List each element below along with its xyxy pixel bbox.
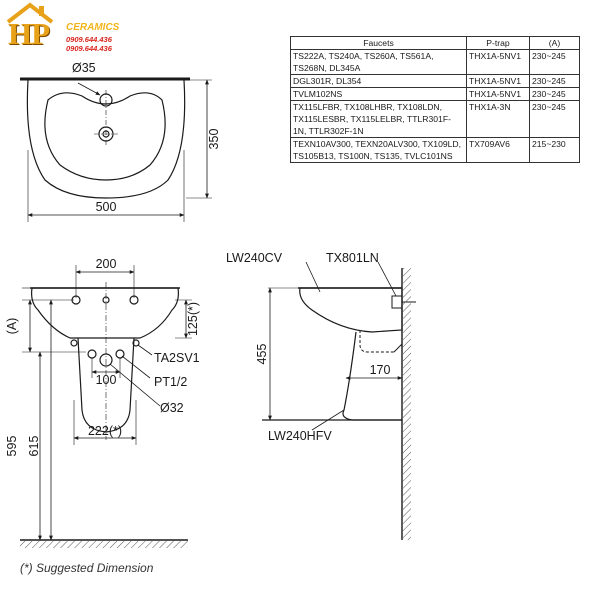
suggested-dimension-note: (*) Suggested Dimension — [20, 561, 154, 575]
basin-outline-top — [26, 79, 186, 199]
basin-front — [31, 287, 179, 339]
top-view — [20, 77, 212, 222]
thread-label: PT1/2 — [154, 375, 187, 389]
pedestal-front — [77, 337, 135, 433]
ptrap-cell: THX1A-3N — [466, 100, 530, 138]
pedestal-width-dimension: 222(*) — [88, 424, 122, 438]
a-cell: 230~245 — [529, 49, 580, 75]
a-cell: 215~230 — [529, 137, 580, 163]
width-dimension: 500 — [96, 200, 117, 214]
wall-hatch-side — [403, 268, 411, 540]
floor-hatch-front — [20, 541, 188, 548]
pedestal-height-dimension: 615 — [27, 436, 41, 457]
hole-spacing-dimension: 200 — [96, 257, 117, 271]
table-row: TVLM102NS THX1A-5NV1 230~245 — [290, 87, 580, 101]
basin-side — [299, 287, 403, 333]
pedestal-model-label: LW240HFV — [268, 429, 332, 443]
spec-table: Faucets P-trap (A) TS222A, TS240A, TS260… — [290, 36, 580, 163]
house-roof-icon — [6, 2, 54, 24]
drain-label: Ø32 — [160, 401, 184, 415]
ptrap-cell: TX709AV6 — [466, 137, 530, 163]
logo-mark: HP — [8, 16, 50, 51]
faucet-height-dimension: 125(*) — [186, 302, 200, 336]
bolt-spacing-dimension: 100 — [96, 373, 117, 387]
logo-phone: 0909.644.436 — [66, 44, 112, 53]
overall-height-dimension: 595 — [5, 436, 19, 457]
bowl-outline-top — [44, 92, 166, 181]
front-view — [20, 265, 192, 541]
faucets-cell: TEXN10AV300, TEXN20ALV300, TX109LD, TS10… — [290, 137, 467, 163]
hanger-label: TA2SV1 — [154, 351, 200, 365]
logo-brand: CERAMICS — [66, 22, 120, 33]
table-row: TS222A, TS240A, TS260A, TS561A, TS268N, … — [290, 49, 580, 75]
side-height-dimension: 455 — [255, 344, 269, 365]
basin-model-label: LW240CV — [226, 251, 283, 265]
side-view — [262, 261, 416, 540]
trap-model-label: TX801LN — [326, 251, 379, 265]
a-dimension: (A) — [5, 318, 19, 335]
brand-logo: HP CERAMICS 0909.644.436 0909.644.436 — [4, 2, 126, 56]
logo-phone: 0909.644.436 — [66, 35, 112, 44]
hole-diameter-label: Ø35 — [72, 61, 96, 75]
table-row: TEXN10AV300, TEXN20ALV300, TX109LD, TS10… — [290, 137, 580, 163]
depth-dimension: 350 — [207, 129, 221, 150]
projection-dimension: 170 — [370, 363, 391, 377]
